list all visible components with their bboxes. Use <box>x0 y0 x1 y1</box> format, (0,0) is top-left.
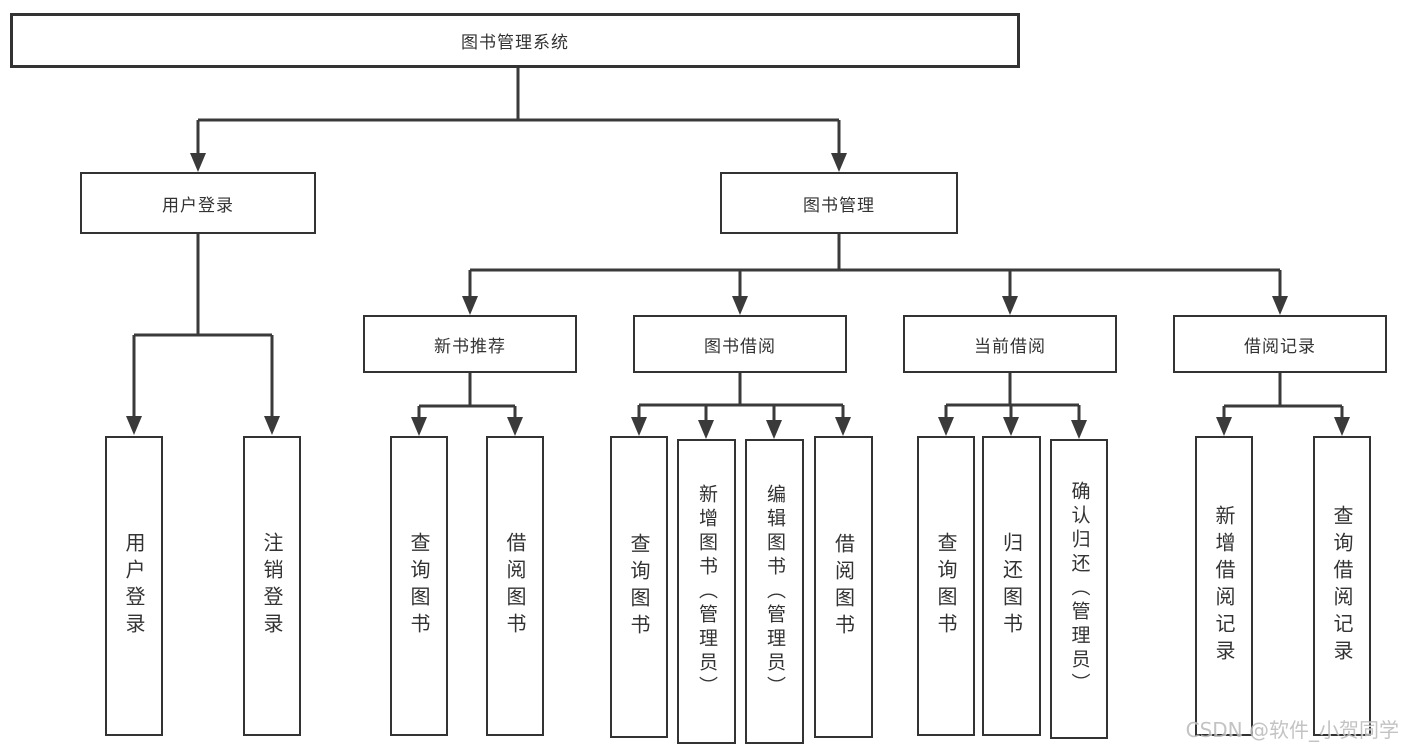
leaf-edit-books-admin: 编辑图书（管理员） <box>745 439 804 744</box>
leaf-logout: 注销登录 <box>243 436 301 736</box>
branch-root <box>190 68 847 172</box>
leaf-add-books-admin: 新增图书（管理员） <box>677 439 736 744</box>
branch-borrowing-records <box>1216 373 1350 436</box>
node-book-management: 图书管理 <box>720 172 958 234</box>
leaf-borrow-books-borrow: 借阅图书 <box>814 436 873 738</box>
node-user-login: 用户登录 <box>80 172 316 234</box>
node-book-borrowing: 图书借阅 <box>633 315 847 373</box>
branch-user-login <box>126 234 280 435</box>
node-book-management-system: 图书管理系统 <box>10 13 1020 68</box>
branch-new-book-recommendation <box>411 373 523 436</box>
branch-book-management <box>462 234 1288 315</box>
leaf-return-books: 归还图书 <box>982 436 1041 736</box>
branch-current-borrowing <box>938 373 1087 439</box>
leaf-add-borrow-record: 新增借阅记录 <box>1195 436 1253 736</box>
leaf-borrow-books-recommend: 借阅图书 <box>486 436 544 736</box>
node-borrowing-records: 借阅记录 <box>1173 315 1387 373</box>
node-current-borrowing: 当前借阅 <box>903 315 1117 373</box>
leaf-confirm-return-admin: 确认归还（管理员） <box>1050 439 1108 739</box>
leaf-query-books-borrow: 查询图书 <box>610 436 668 738</box>
leaf-query-books-recommend: 查询图书 <box>390 436 448 736</box>
csdn-watermark: CSDN @软件_小贺同学 <box>1185 718 1399 742</box>
leaf-query-books-current: 查询图书 <box>917 436 975 736</box>
branch-book-borrowing <box>631 373 851 439</box>
leaf-user-login: 用户登录 <box>105 436 163 736</box>
node-new-book-recommendation: 新书推荐 <box>363 315 577 373</box>
leaf-query-borrow-record: 查询借阅记录 <box>1313 436 1371 736</box>
